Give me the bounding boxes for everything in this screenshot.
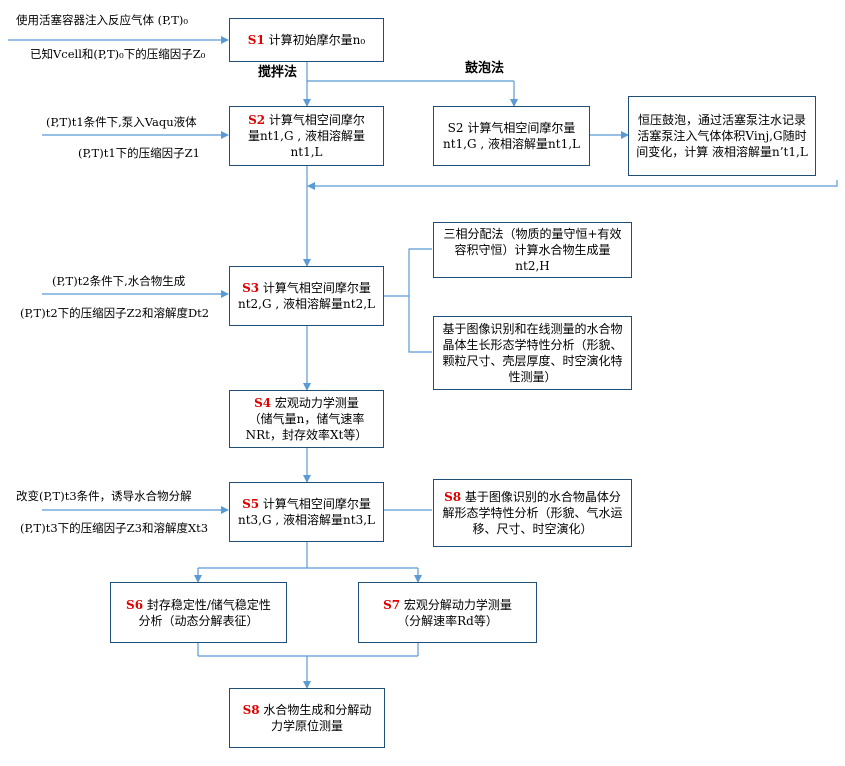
step-tag: S3	[242, 281, 260, 295]
step-text: 宏观动力学测量	[274, 396, 359, 410]
step-text: 计算气相空间摩尔	[268, 113, 365, 127]
step-text: S2 计算气相空间摩尔量	[447, 121, 576, 135]
step-s7: S7 宏观分解动力学测量 （分解速率Rd等）	[358, 582, 537, 643]
step-s3: S3 计算气相空间摩尔量 nt2,G , 液相溶解量nt2,L	[229, 266, 384, 326]
s3-input-line2: (P,T)t2下的压缩因子Z2和溶解度Dt2	[20, 306, 210, 320]
image-growth-box: 基于图像识别和在线测量的水合物晶体生长形态学特性分析（形貌、颗粒尺寸、壳层厚度、…	[433, 316, 632, 390]
step-text: 宏观分解动力学测量	[403, 597, 512, 612]
step-text: 计算气相空间摩尔量	[262, 281, 371, 295]
fork-to-three-phase	[383, 248, 432, 297]
step-s2-bubble: S2 计算气相空间摩尔量 nt1,G , 液相溶解量nt1,L	[433, 106, 590, 166]
s2-input-line2: (P,T)t1下的压缩因子Z1	[78, 146, 200, 160]
step-text: 力学原位测量	[270, 719, 343, 733]
step-s5: S5 计算气相空间摩尔量 nt3,G , 液相溶解量nt3,L	[229, 482, 384, 542]
s5-input-line1: 改变(P,T)t3条件，诱导水合物分解	[16, 489, 192, 503]
s1-input-line2: 已知Vcell和(P,T)₀下的压缩因子Z₀	[30, 47, 206, 61]
step-s8-in-situ: S8 水合物生成和分解动 力学原位测量	[229, 688, 385, 748]
step-tag: S1	[247, 33, 265, 47]
step-text: （分解速率Rd等）	[397, 613, 498, 628]
s3-input-line1: (P,T)t2条件下,水合物生成	[52, 274, 186, 288]
step-tag: S7	[383, 597, 401, 612]
step-s8-decomposition-morphology: S8 基于图像识别的水合物晶体分解形态学特性分析（形貌、气水运移、尺寸、时空演化…	[433, 479, 632, 547]
step-tag: S5	[242, 497, 260, 511]
step-tag: S8	[444, 490, 462, 504]
step-tag: S2	[248, 113, 266, 127]
step-tag: S6	[126, 597, 144, 612]
step-tag: S4	[254, 396, 272, 410]
step-text: 计算气相空间摩尔量	[262, 497, 371, 511]
step-text: 计算初始摩尔量n₀	[268, 33, 366, 47]
step-text: nt2,G , 液相溶解量nt2,L	[238, 297, 375, 311]
note-text: 恒压鼓泡，通过活塞泵注水记录活塞泵注入气体体积Vinj,G随时间变化，计算 液相…	[636, 113, 808, 159]
step-s4: S4 宏观动力学测量 （储气量n，储气速率 NRt，封存效率Xt等）	[229, 390, 384, 448]
s5-input-line2: (P,T)t3下的压缩因子Z3和溶解度Xt3	[20, 521, 209, 535]
step-s2: S2 计算气相空间摩尔 量nt1,G , 液相溶解量nt1,L	[229, 106, 384, 166]
fork-to-image-growth	[408, 296, 432, 353]
step-text: nt3,G , 液相溶解量nt3,L	[238, 513, 375, 527]
s1-input-line1: 使用活塞容器注入反应气体 (P,T)₀	[16, 13, 188, 27]
step-text: NRt，封存效率Xt等）	[245, 428, 368, 442]
bubble-note: 恒压鼓泡，通过活塞泵注水记录活塞泵注入气体体积Vinj,G随时间变化，计算 液相…	[628, 96, 816, 176]
three-phase-box: 三相分配法（物质的量守恒+有效容积守恒）计算水合物生成量nt2,H	[433, 222, 632, 278]
step-text: nt1,G , 液相溶解量nt1,L	[443, 137, 580, 151]
step-text: 基于图像识别的水合物晶体分解形态学特性分析（形貌、气水运移、尺寸、时空演化）	[442, 490, 623, 536]
step-text: （储气量n，储气速率	[248, 412, 365, 426]
s2-input-line1: (P,T)t1条件下,泵入Vaqu液体	[46, 115, 197, 129]
step-tag: S8	[242, 703, 260, 717]
step-text: 分析（动态分解表征）	[138, 613, 259, 628]
merge-arrow	[307, 180, 838, 190]
branch-stir-label: 搅拌法	[258, 65, 298, 80]
step-s1: S1 计算初始摩尔量n₀	[229, 18, 384, 62]
step-text: 水合物生成和分解动	[263, 703, 372, 717]
step-s6: S6 封存稳定性/储气稳定性 分析（动态分解表征）	[110, 582, 287, 643]
branch-bubble-label: 鼓泡法	[465, 61, 505, 76]
step-text: 封存稳定性/储气稳定性	[146, 597, 271, 612]
step-text: 量nt1,G , 液相溶解量nt1,L	[247, 129, 366, 159]
note-text: 基于图像识别和在线测量的水合物晶体生长形态学特性分析（形貌、颗粒尺寸、壳层厚度、…	[442, 322, 623, 384]
note-text: 三相分配法（物质的量守恒+有效容积守恒）计算水合物生成量nt2,H	[443, 227, 622, 273]
